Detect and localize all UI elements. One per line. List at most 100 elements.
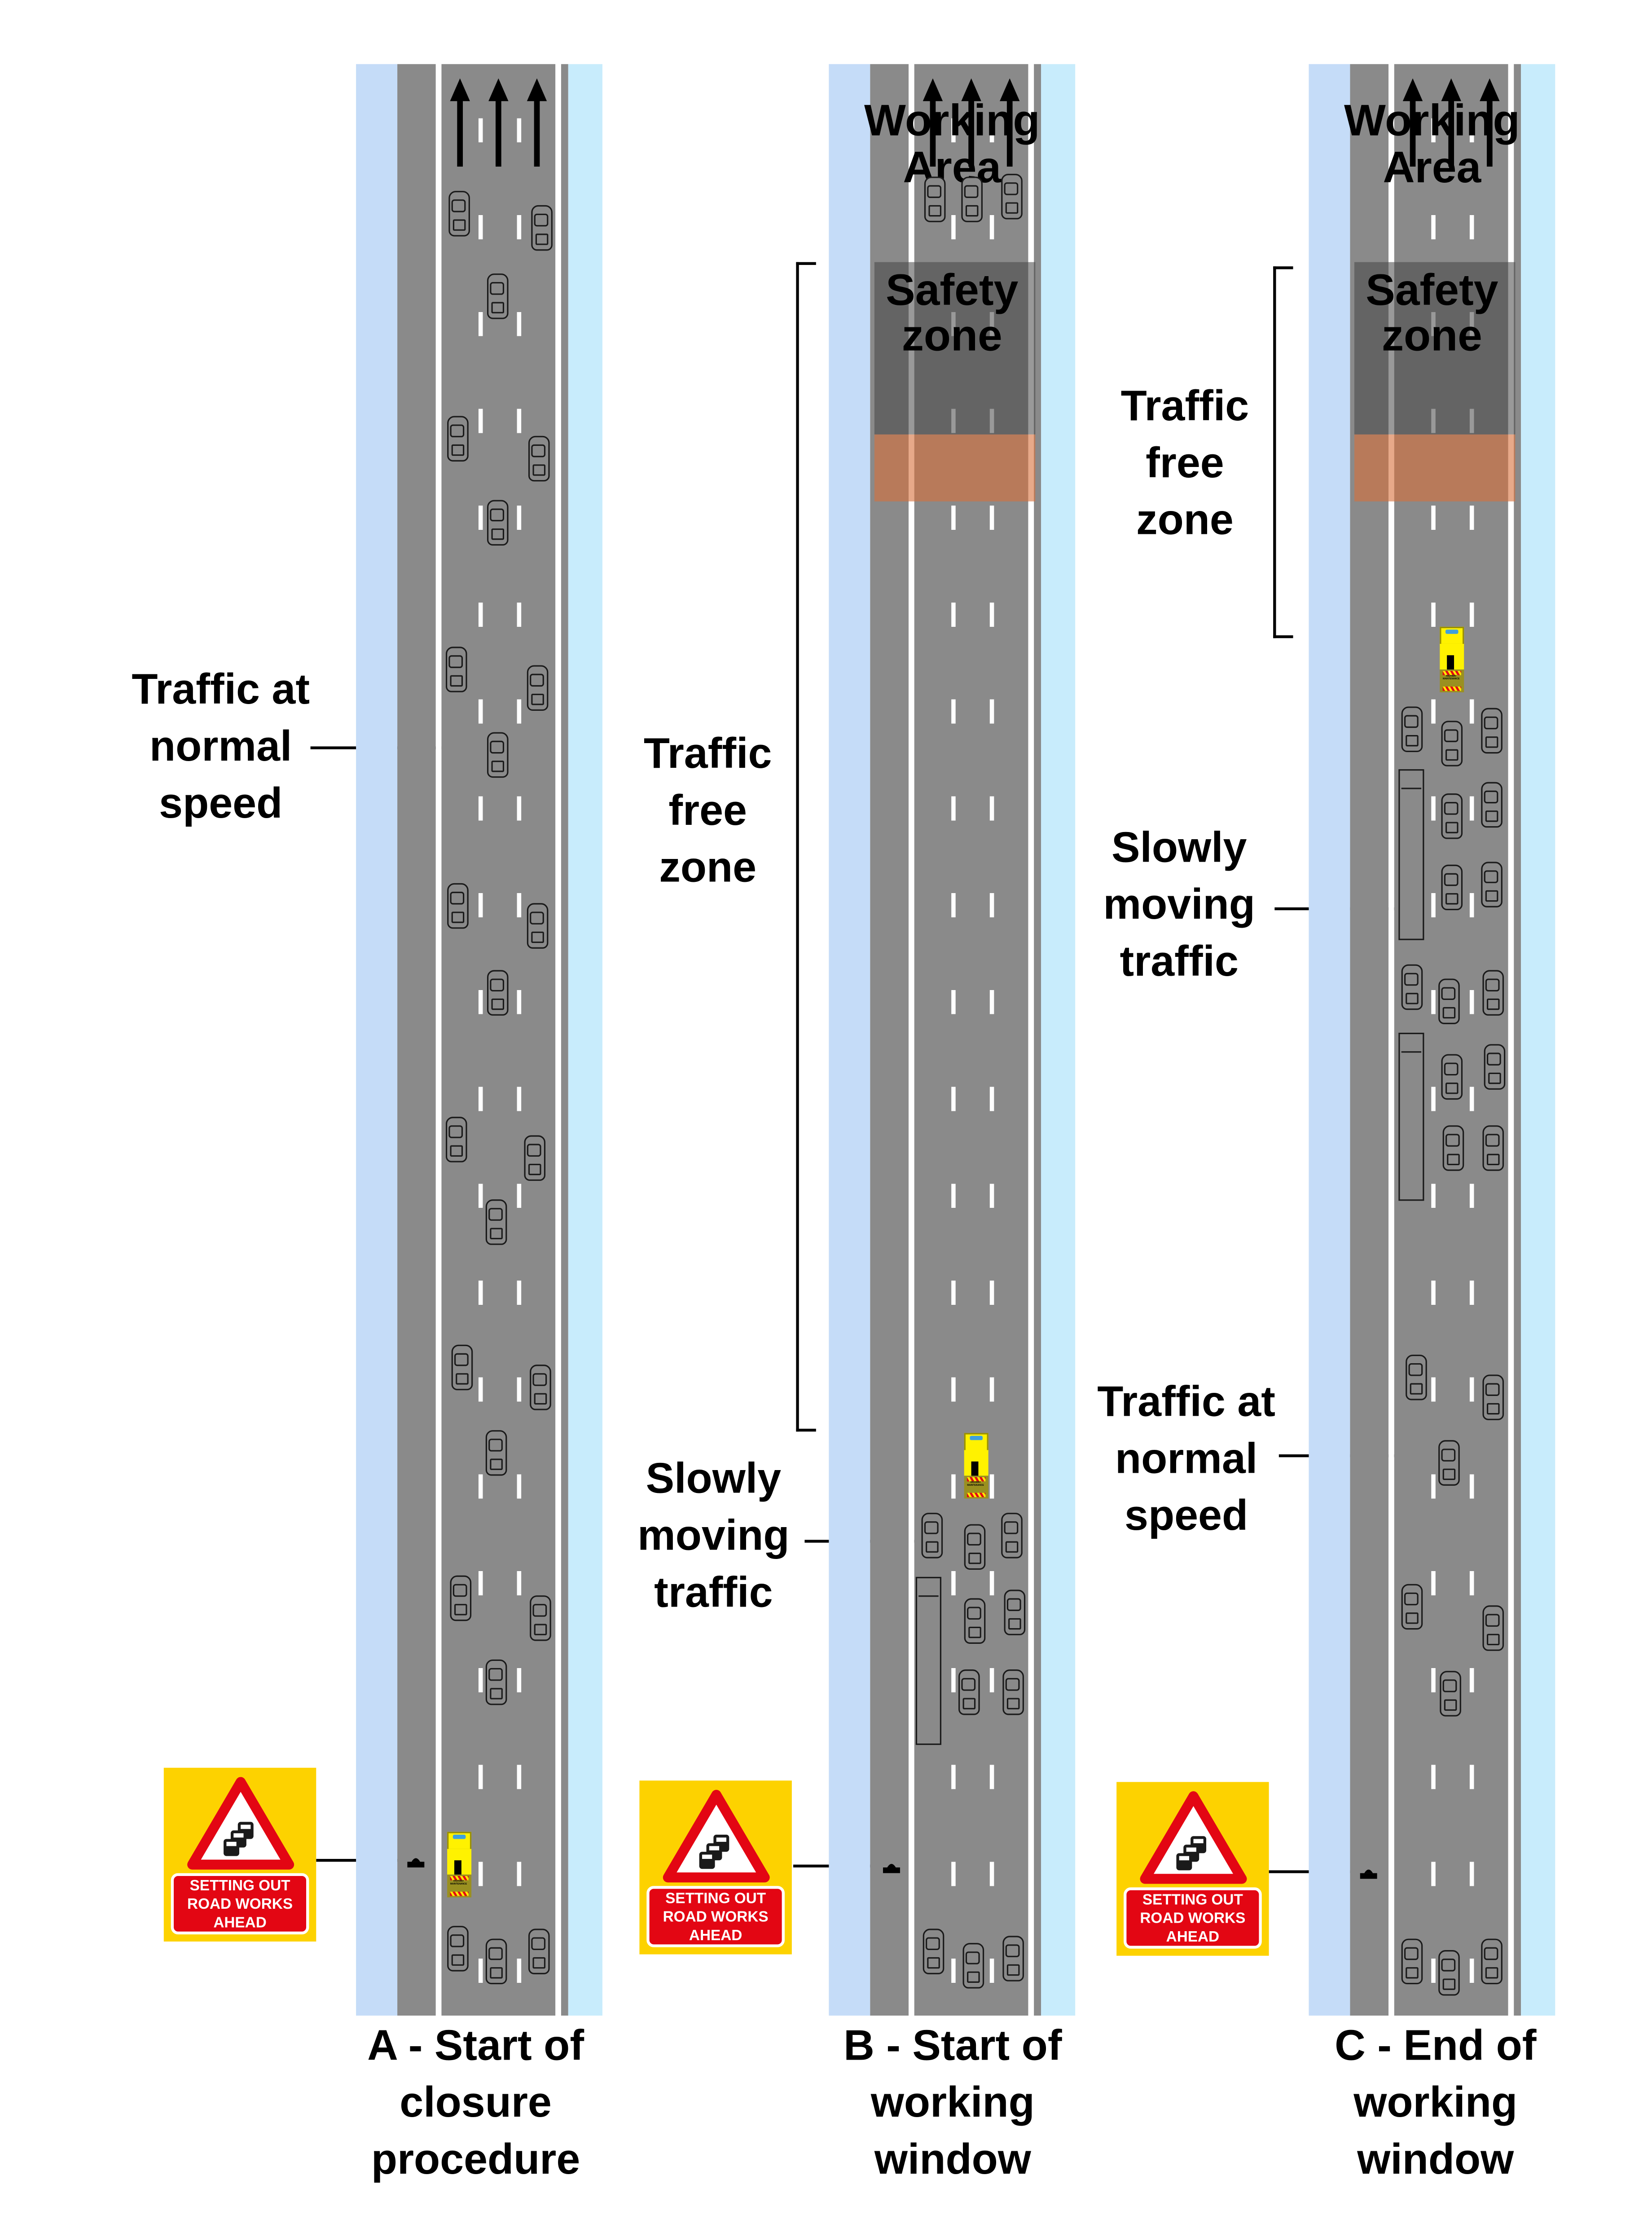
- central-reserve-edge: [1514, 64, 1521, 2016]
- safety-zone-text: zone: [901, 310, 1002, 361]
- carriageway: [441, 64, 556, 2016]
- car-icon: [445, 1117, 466, 1162]
- label-line: normal: [149, 723, 292, 771]
- arrow-up-icon: [1000, 78, 1020, 167]
- working-area-text: Area: [903, 142, 1002, 193]
- working-area-text: Working: [864, 95, 1040, 145]
- caption-c: C - End of working window: [1250, 2018, 1621, 2189]
- maintenance-vehicle-icon: HIGHWAY MAINTENANCE: [1439, 626, 1463, 692]
- car-icon: [1437, 1440, 1459, 1486]
- car-icon: [486, 970, 508, 1016]
- label-line: zone: [659, 845, 757, 892]
- lane-divider: [989, 64, 994, 2016]
- car-icon: [445, 647, 466, 692]
- central-reserve-edge: [1034, 64, 1041, 2016]
- working-area-text: Area: [1383, 142, 1481, 193]
- label-line: free: [668, 788, 747, 835]
- car-icon: [920, 1513, 942, 1559]
- safety-zone-text: Safety: [886, 265, 1019, 315]
- vehicle-cab: [1439, 626, 1463, 646]
- working-area: [1354, 262, 1516, 435]
- vehicle-text: HIGHWAY MAINTENANCE: [1442, 676, 1460, 681]
- caption-line: B - Start of: [844, 2022, 1062, 2070]
- car-icon: [1003, 1590, 1025, 1635]
- arrow-up-icon: [1441, 78, 1461, 167]
- car-icon: [1480, 782, 1502, 828]
- lane-divider: [517, 64, 522, 2016]
- lorry-icon: [915, 1576, 941, 1745]
- maintenance-vehicle-icon: HIGHWAY MAINTENANCE: [446, 1832, 471, 1898]
- car-icon: [529, 1595, 551, 1641]
- car-icon: [1401, 964, 1422, 1010]
- car-icon: [446, 416, 468, 462]
- label-c-traffic-free-zone: Traffic free zone: [1014, 379, 1356, 550]
- car-icon: [529, 1365, 551, 1410]
- car-icon: [530, 205, 552, 251]
- car-icon: [486, 273, 508, 319]
- traffic-cone-icon: [1360, 1860, 1377, 1879]
- hard-shoulder-verge: [829, 64, 870, 2016]
- arrow-up-icon: [1480, 78, 1500, 167]
- hard-shoulder-verge: [1309, 64, 1350, 2016]
- car-icon: [446, 883, 468, 929]
- car-icon: [1481, 1125, 1503, 1171]
- car-icon: [526, 665, 548, 711]
- caption-b: B - Start of working window: [768, 2018, 1138, 2189]
- vehicle-body: [1439, 643, 1463, 670]
- car-icon: [1405, 1354, 1427, 1400]
- maintenance-vehicle-icon: HIGHWAY MAINTENANCE: [963, 1433, 988, 1499]
- bracket: [796, 262, 816, 1432]
- car-icon: [486, 732, 508, 778]
- car-icon: [1483, 1044, 1505, 1090]
- bracket: [1273, 266, 1293, 638]
- car-icon: [1437, 978, 1459, 1024]
- sign-text: ROAD WORKS: [1140, 1910, 1246, 1928]
- edge-line: [1388, 64, 1394, 2016]
- central-reserve-edge: [561, 64, 568, 2016]
- car-icon: [1481, 970, 1503, 1016]
- car-icon: [1440, 864, 1462, 911]
- car-icon: [1401, 1938, 1422, 1985]
- car-icon: [485, 1659, 506, 1705]
- vehicle-body: [963, 1450, 988, 1476]
- car-icon: [1442, 1125, 1463, 1171]
- label-line: speed: [1125, 1493, 1248, 1540]
- lane-divider: [951, 64, 956, 2016]
- label-line: free: [1146, 440, 1224, 487]
- vehicle-cab: [446, 1832, 471, 1850]
- road-a: [356, 64, 602, 2016]
- label-c-normal-speed: Traffic at normal speed: [1015, 1374, 1357, 1546]
- car-icon: [1437, 1950, 1459, 1996]
- car-icon: [485, 1430, 506, 1476]
- car-icon: [526, 903, 548, 949]
- edge-line: [1508, 64, 1514, 2016]
- car-icon: [1002, 1669, 1024, 1715]
- label-line: traffic: [654, 1569, 773, 1617]
- central-verge: [568, 64, 602, 2016]
- car-icon: [1401, 706, 1422, 753]
- arrow-up-icon: [1402, 78, 1423, 167]
- lane-divider: [1431, 64, 1436, 2016]
- car-icon: [446, 1926, 468, 1972]
- car-icon: [1481, 1605, 1503, 1651]
- car-icon: [485, 1199, 506, 1245]
- car-icon: [1440, 1054, 1462, 1100]
- car-icon: [527, 436, 549, 482]
- car-icon: [1000, 1513, 1022, 1559]
- hard-shoulder: [397, 64, 436, 2016]
- car-icon: [922, 1929, 944, 1974]
- edge-line: [1028, 64, 1034, 2016]
- car-icon: [963, 1524, 985, 1570]
- traffic-cone-icon: [407, 1849, 425, 1868]
- vehicle-rear-chevrons: HIGHWAY MAINTENANCE: [446, 1874, 471, 1898]
- car-icon: [1000, 174, 1022, 220]
- car-icon: [1440, 721, 1462, 766]
- car-icon: [1480, 708, 1502, 754]
- safety-zone-text: Safety: [1366, 265, 1498, 315]
- lane-divider: [478, 64, 483, 2016]
- edge-line: [908, 64, 914, 2016]
